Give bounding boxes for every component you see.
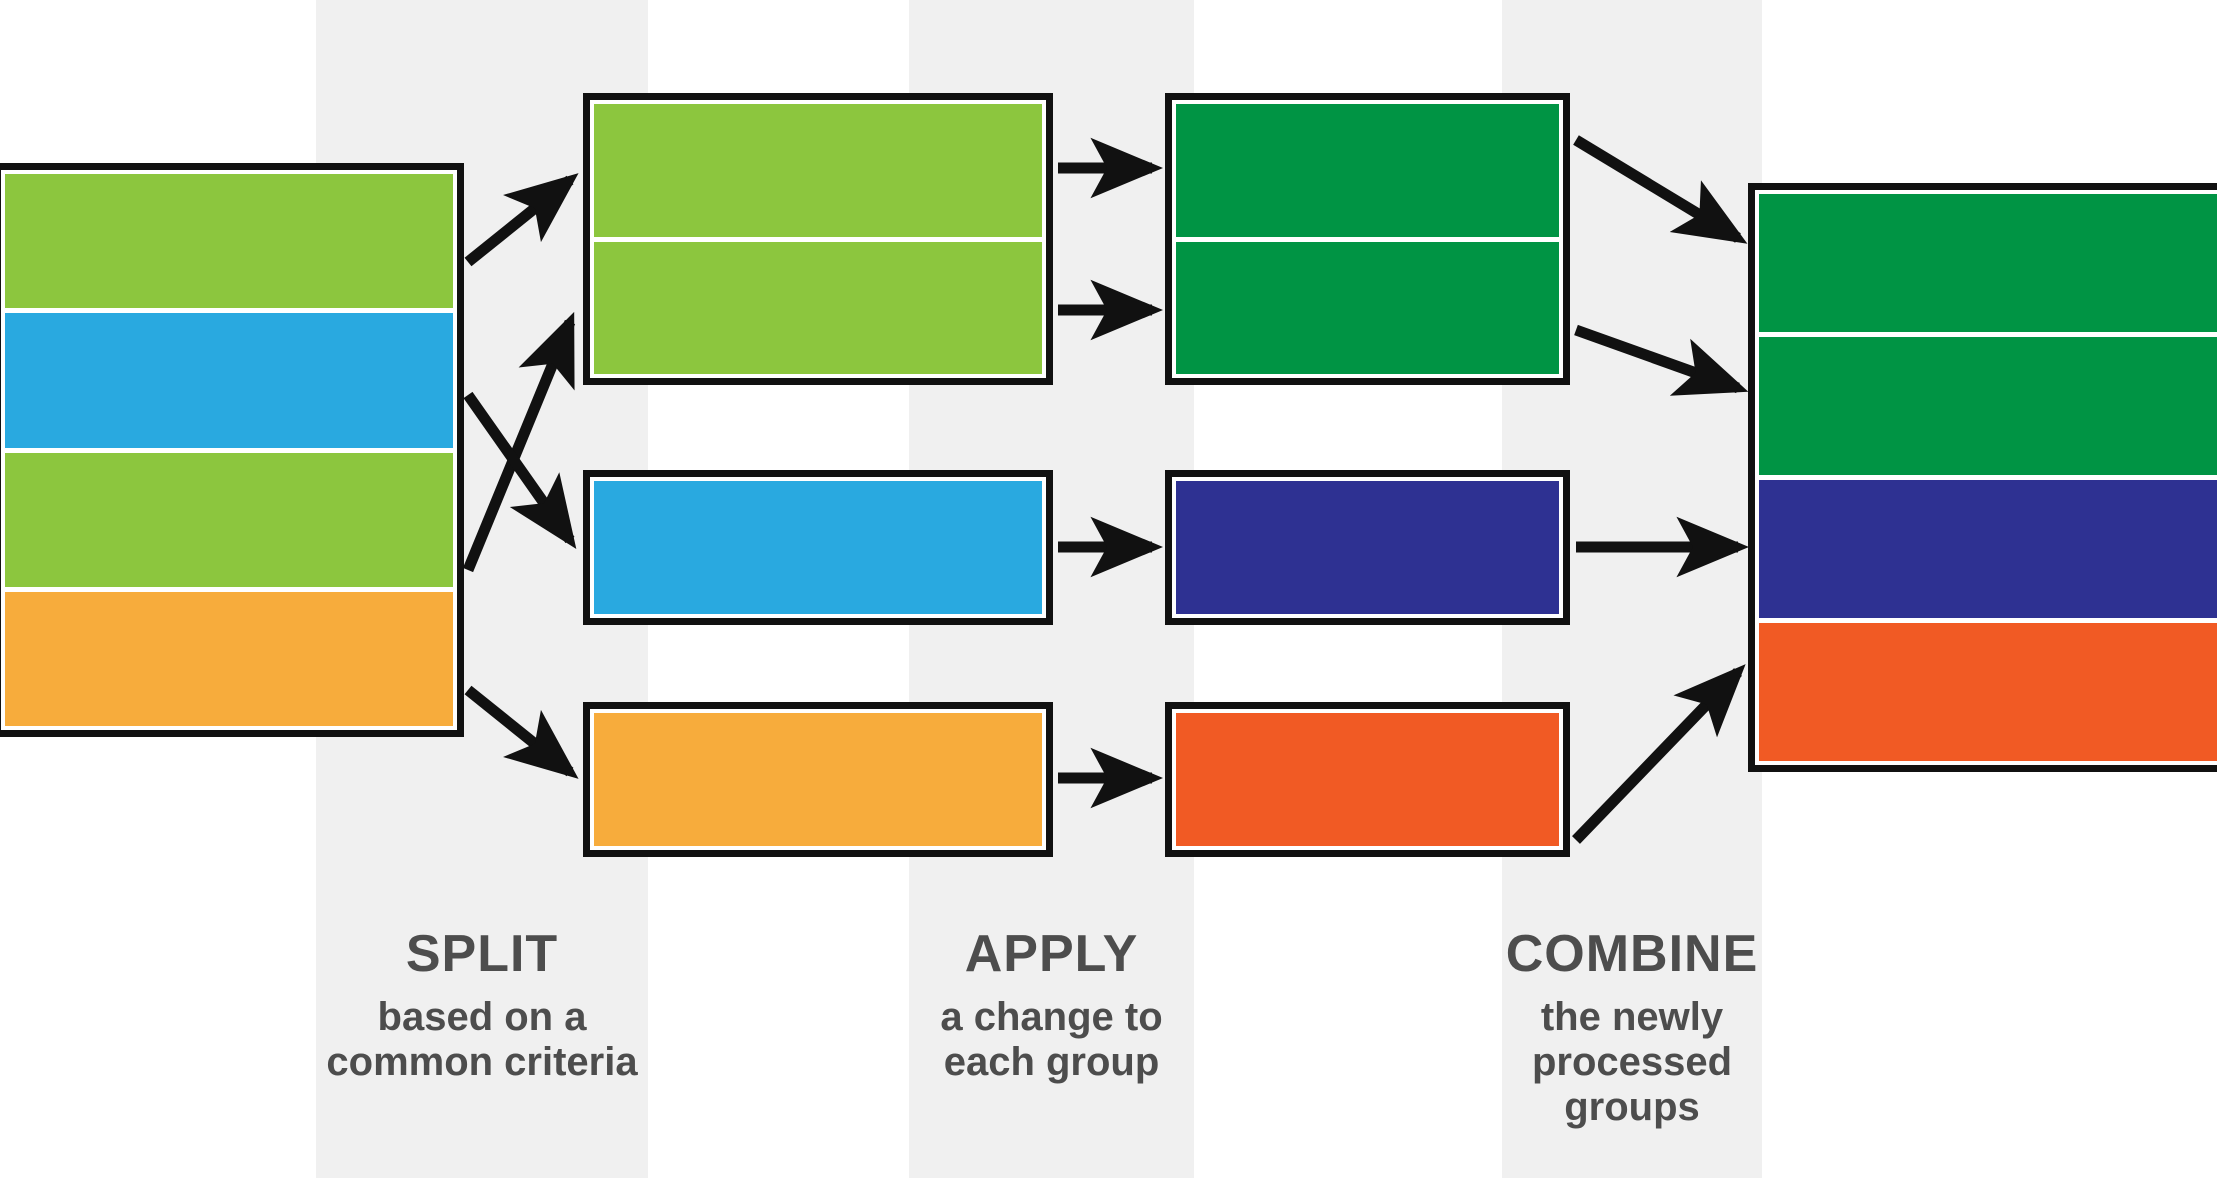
apply-group-blue-box[interactable] bbox=[1165, 470, 1570, 625]
caption-combine-sub-1: the newly bbox=[1540, 995, 1724, 1040]
split-group-blue-box[interactable] bbox=[583, 470, 1053, 625]
output-segment-green-1 bbox=[1759, 194, 2217, 332]
apply-group-orange-box[interactable] bbox=[1165, 702, 1570, 857]
split-group-green-box[interactable] bbox=[583, 93, 1053, 385]
caption-split-title: SPLIT bbox=[405, 925, 559, 983]
split-blue-segment-1 bbox=[594, 481, 1042, 614]
input-segment-green-1 bbox=[5, 174, 453, 309]
caption-combine: COMBINE the newly processed groups bbox=[1472, 925, 1792, 1130]
output-segment-red bbox=[1759, 623, 2217, 761]
caption-apply-sub-1: a change to bbox=[940, 995, 1163, 1040]
caption-combine-title: COMBINE bbox=[1505, 925, 1759, 983]
apply-orange-segment-1 bbox=[1176, 713, 1559, 846]
apply-group-green-box[interactable] bbox=[1165, 93, 1570, 385]
input-dataset-box[interactable] bbox=[0, 163, 464, 737]
split-green-segment-2 bbox=[594, 241, 1042, 374]
caption-split-sub-1: based on a bbox=[377, 995, 587, 1040]
input-segment-orange bbox=[5, 591, 453, 726]
split-group-orange-box[interactable] bbox=[583, 702, 1053, 857]
input-segment-green-2 bbox=[5, 452, 453, 587]
output-segment-green-2 bbox=[1759, 337, 2217, 475]
split-green-segment-1 bbox=[594, 104, 1042, 237]
caption-combine-sub-2: processed groups bbox=[1531, 1040, 1733, 1129]
output-segment-indigo bbox=[1759, 480, 2217, 618]
caption-apply-sub-2: each group bbox=[943, 1040, 1160, 1085]
apply-green-segment-2 bbox=[1176, 241, 1559, 374]
caption-apply-title: APPLY bbox=[964, 925, 1139, 983]
apply-blue-segment-1 bbox=[1176, 481, 1559, 614]
caption-apply: APPLY a change to each group bbox=[889, 925, 1214, 1085]
caption-split: SPLIT based on a common criteria bbox=[316, 925, 648, 1085]
split-orange-segment-1 bbox=[594, 713, 1042, 846]
output-dataset-box[interactable] bbox=[1748, 183, 2217, 772]
apply-green-segment-1 bbox=[1176, 104, 1559, 237]
input-segment-blue bbox=[5, 313, 453, 448]
caption-split-sub-2: common criteria bbox=[326, 1040, 638, 1085]
